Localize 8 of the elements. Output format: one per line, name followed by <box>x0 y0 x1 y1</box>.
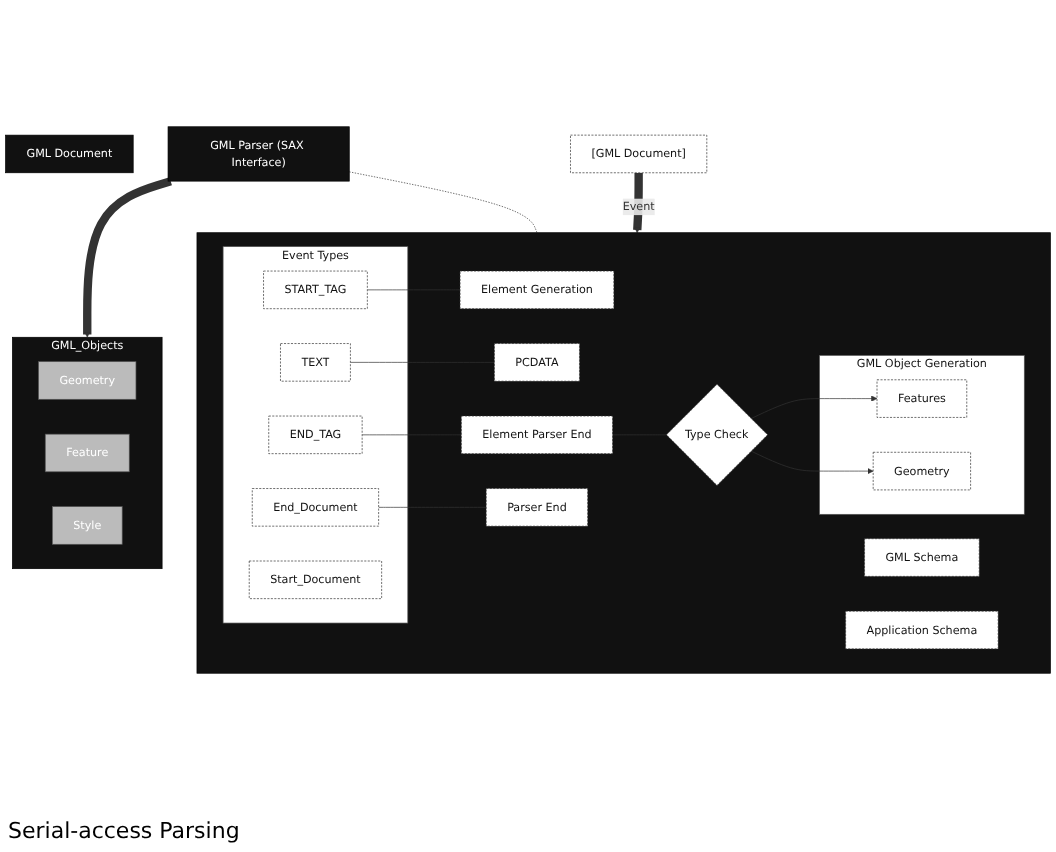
connector <box>367 289 461 291</box>
connector <box>361 434 462 436</box>
note-text: Serial-access Parsing <box>8 818 240 844</box>
connector <box>348 171 538 234</box>
arrow <box>83 177 172 338</box>
connector <box>350 362 495 363</box>
cluster <box>196 232 1051 674</box>
connector <box>378 507 487 508</box>
